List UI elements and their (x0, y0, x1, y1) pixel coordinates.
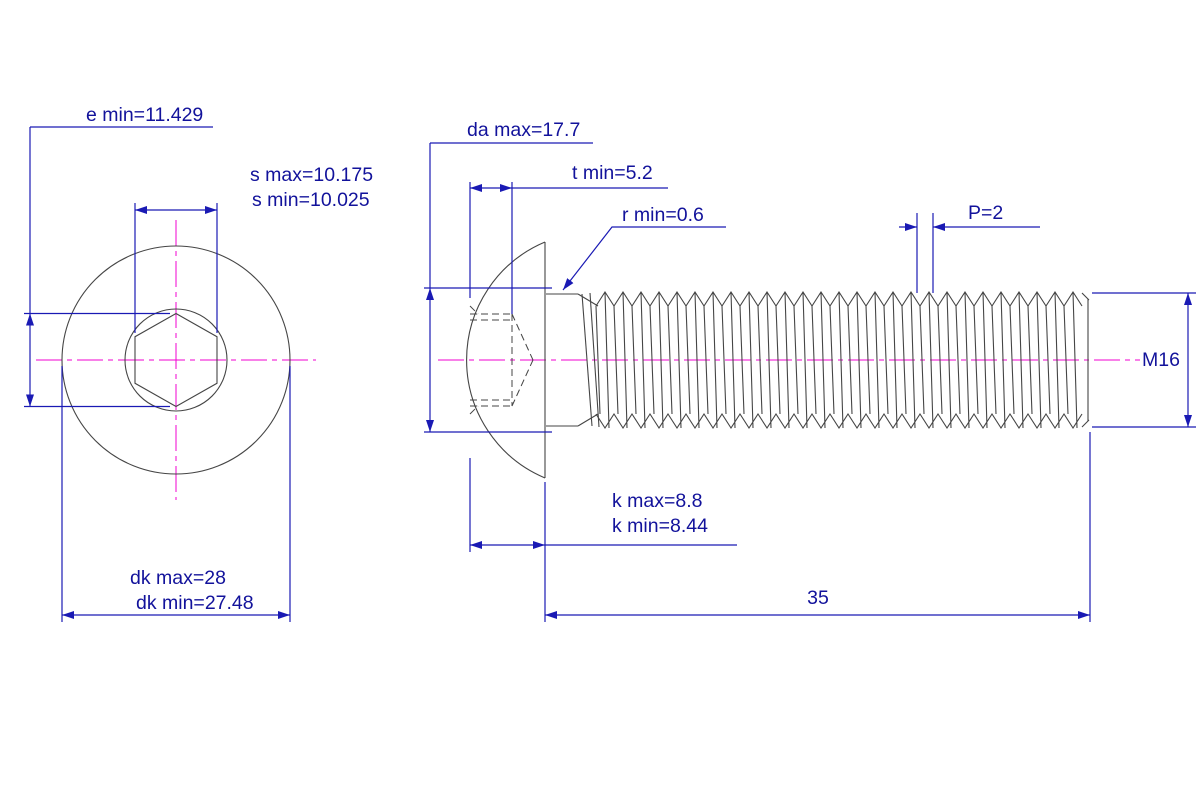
dimension-length: 35 (544, 432, 1091, 622)
dimension-m16: M16 (1092, 292, 1196, 428)
centerlines (36, 220, 1140, 500)
end-chamfer (1081, 292, 1090, 301)
front-view (61, 245, 291, 475)
dim-label-dk-max: dk max=28 (130, 567, 226, 589)
dim-label-thread-size: M16 (1142, 349, 1180, 371)
dim-label-s-max: s max=10.175 (250, 164, 373, 186)
dim-label-r-min: r min=0.6 (622, 204, 704, 226)
dimension-t: t min=5.2 (469, 162, 668, 314)
dim-label-da-max: da max=17.7 (467, 119, 580, 141)
thread-runout-flank (589, 292, 600, 428)
head-outer-circle (61, 245, 291, 475)
dimension-k: k max=8.8 k min=8.44 (469, 458, 737, 552)
thread-runout-line (577, 413, 599, 427)
dimension-dk: dk max=28 dk min=27.48 (61, 366, 291, 622)
dim-label-e-min: e min=11.429 (86, 104, 203, 126)
dim-label-length: 35 (807, 587, 829, 609)
socket-entry-circle (124, 308, 228, 412)
dimension-p: P=2 (899, 202, 1040, 293)
end-chamfer (1081, 419, 1090, 428)
dimension-e: e min=11.429 (24, 104, 213, 408)
thread-profile (595, 290, 1083, 430)
dim-label-s-min: s min=10.025 (252, 189, 370, 211)
side-view (466, 241, 1090, 479)
dim-label-t-min: t min=5.2 (572, 162, 653, 184)
dim-label-dk-min: dk min=27.48 (136, 592, 254, 614)
dimension-r: r min=0.6 (562, 204, 726, 291)
thread-runout-line (577, 293, 599, 307)
dimension-s: s max=10.175 s min=10.025 (134, 164, 373, 333)
button-head-dome (466, 241, 546, 479)
dim-label-k-max: k max=8.8 (612, 490, 703, 512)
dim-label-k-min: k min=8.44 (612, 515, 708, 537)
thread-runout-flank (581, 293, 593, 427)
dim-label-pitch: P=2 (968, 202, 1003, 224)
hidden-socket-lines (469, 305, 534, 415)
hex-socket (134, 312, 218, 408)
dimension-da: da max=17.7 (424, 119, 593, 433)
